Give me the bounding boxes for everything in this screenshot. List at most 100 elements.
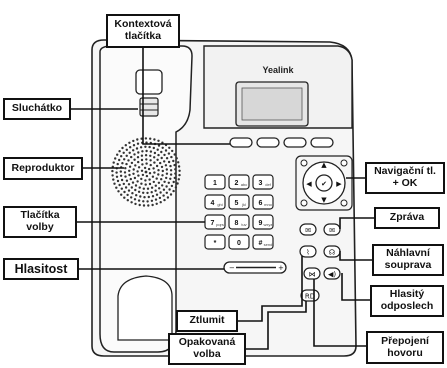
grille-dot	[152, 167, 155, 170]
soft-key-4[interactable]	[310, 137, 334, 148]
key-letters: wxyz	[264, 222, 273, 227]
keypad-key-0[interactable]: 0	[228, 234, 250, 250]
button-body[interactable]	[303, 267, 321, 280]
grille-dot	[155, 164, 159, 168]
button-body[interactable]	[323, 223, 341, 236]
grille-dot	[140, 169, 144, 172]
message-button[interactable]: ✉	[299, 223, 317, 236]
mute-button[interactable]: ⌇	[299, 245, 317, 258]
grille-dot	[161, 184, 164, 187]
soft-key-2[interactable]	[256, 137, 280, 148]
key-body[interactable]	[228, 174, 250, 190]
grille-dot	[150, 186, 154, 189]
grille-dot	[173, 176, 176, 180]
key-letters: abc	[241, 182, 247, 187]
key-body[interactable]	[252, 174, 274, 190]
key-digit: *	[214, 240, 217, 247]
grille-dot	[170, 184, 174, 188]
soft-key-3[interactable]	[283, 137, 307, 148]
nav-corner-button[interactable]	[340, 199, 348, 207]
button-body[interactable]	[323, 267, 341, 280]
grille-dot	[147, 204, 150, 207]
grille-dot	[161, 146, 164, 149]
nav-up-icon[interactable]: ▲	[321, 161, 327, 169]
grille-dot	[149, 154, 152, 157]
grille-dot	[144, 170, 148, 174]
grille-dot	[157, 144, 161, 147]
grille-dot	[137, 199, 141, 202]
callout-speakerphone: Hlasitý odposlech	[370, 285, 444, 317]
key-letters: def	[265, 182, 271, 187]
grille-dot	[155, 202, 158, 205]
nav-corner-button[interactable]	[300, 199, 308, 207]
grille-dot	[137, 166, 141, 169]
grille-dot	[146, 200, 149, 203]
grille-dot	[138, 186, 141, 189]
grille-dot	[140, 177, 143, 181]
button-body[interactable]	[299, 223, 317, 236]
grille-dot	[166, 196, 170, 199]
grille-dot	[116, 153, 119, 156]
grille-dot	[171, 149, 174, 153]
grille-dot	[147, 195, 150, 199]
envelope-icon: ✉	[329, 227, 335, 235]
leader-line-12	[313, 279, 366, 347]
grille-dot	[143, 196, 146, 199]
grille-dot	[162, 194, 165, 197]
grille-dot	[125, 179, 129, 182]
volume-bar[interactable]: − +	[223, 261, 287, 274]
keypad-key-hash[interactable]: #send	[252, 234, 274, 250]
nav-left-icon[interactable]: ◀	[306, 180, 312, 188]
key-body[interactable]	[252, 234, 274, 250]
speakerphone-button[interactable]: ◀)	[323, 267, 341, 280]
grille-dot	[111, 169, 114, 173]
key-body[interactable]	[204, 234, 226, 250]
transfer-button[interactable]: ⋈	[303, 267, 321, 280]
key-body[interactable]	[204, 174, 226, 190]
redial-button[interactable]: RD	[300, 289, 320, 302]
callout-handset: Sluchátko	[3, 98, 71, 120]
keypad-key-star[interactable]: *	[204, 234, 226, 250]
grille-dot	[128, 173, 131, 177]
grille-dot	[116, 162, 119, 166]
button-body[interactable]	[299, 245, 317, 258]
nav-down-icon[interactable]: ▼	[321, 196, 327, 204]
grille-dot	[132, 149, 135, 152]
grille-dot	[152, 180, 155, 184]
grille-dot	[155, 193, 159, 196]
nav-corner-button[interactable]	[300, 159, 308, 167]
key-body[interactable]	[252, 214, 274, 230]
message-button-2[interactable]: ✉	[323, 223, 341, 236]
headset-button[interactable]: ☊	[323, 245, 341, 258]
key-body[interactable]	[228, 234, 250, 250]
grille-dot	[115, 171, 118, 174]
ok-button[interactable]	[315, 174, 333, 192]
grille-dot	[142, 200, 145, 203]
grille-dot	[115, 175, 119, 178]
nav-corner-button[interactable]	[340, 159, 348, 167]
grille-dot	[165, 185, 168, 188]
keypad-key-1[interactable]: 1	[204, 174, 226, 190]
key-body[interactable]	[228, 194, 250, 210]
soft-key-1[interactable]	[229, 137, 253, 148]
grille-dot	[117, 190, 120, 193]
grille-dot	[111, 174, 114, 177]
key-body[interactable]	[204, 194, 226, 210]
key-body[interactable]	[228, 214, 250, 230]
grille-dot	[142, 204, 146, 207]
key-body[interactable]	[252, 194, 274, 210]
grille-dot	[122, 182, 126, 186]
nav-right-icon[interactable]: ▶	[336, 180, 342, 188]
grille-dot	[156, 158, 159, 161]
grille-dot	[157, 139, 160, 142]
grille-dot	[154, 184, 157, 187]
svg-text:+: +	[278, 264, 284, 272]
